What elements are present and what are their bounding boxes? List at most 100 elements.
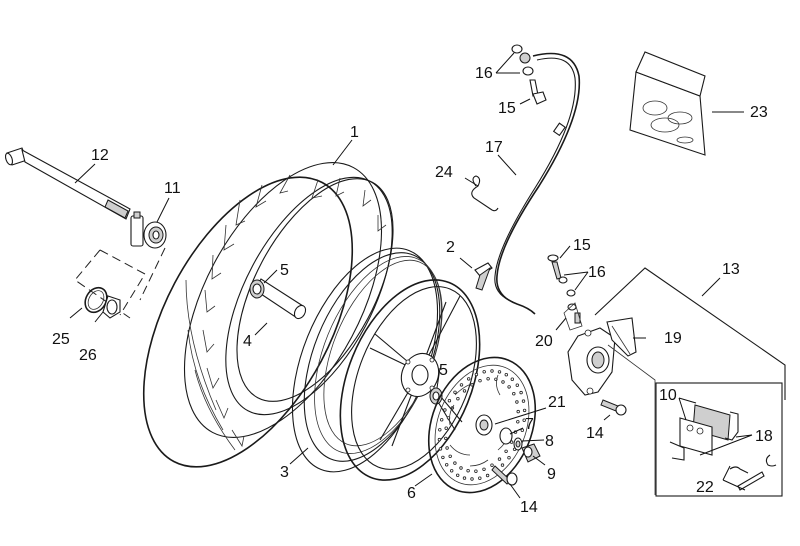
callout-14-disc[interactable]: 14	[520, 499, 538, 516]
callout-20[interactable]: 20	[535, 333, 553, 350]
spacer-right[interactable]	[499, 427, 513, 445]
disc-drill-hole	[456, 397, 460, 401]
callout-24[interactable]: 24	[435, 164, 453, 181]
disc-drill-hole	[438, 428, 442, 432]
disc-drill-hole	[459, 466, 463, 470]
leader-lines	[69, 52, 753, 499]
callout-14-caliper[interactable]: 14	[586, 425, 604, 442]
callout-7[interactable]: 7	[525, 416, 534, 433]
brake-pads[interactable]	[679, 404, 731, 456]
callout-15-caliper[interactable]: 15	[573, 237, 591, 254]
callout-6[interactable]: 6	[407, 485, 416, 502]
tyre[interactable]	[101, 131, 427, 501]
callout-2[interactable]: 2	[446, 239, 455, 256]
disc-drill-hole	[440, 418, 444, 422]
bearing-left[interactable]	[249, 279, 265, 299]
sealing-washers-caliper[interactable]	[558, 276, 576, 297]
callout-11[interactable]: 11	[164, 180, 181, 197]
hose-clip[interactable]	[471, 175, 499, 212]
disc-drill-hole	[444, 426, 448, 430]
callout-9[interactable]: 9	[547, 466, 556, 483]
sealing-washers-top[interactable]	[511, 44, 534, 76]
disc-drill-hole	[438, 447, 443, 451]
bleed-valve[interactable]	[563, 302, 583, 331]
callout-17[interactable]: 17	[485, 139, 503, 156]
disc-drill-hole	[519, 390, 523, 395]
callout-12[interactable]: 12	[91, 147, 109, 164]
disc-drill-hole	[497, 457, 502, 461]
brake-hose[interactable]	[494, 52, 581, 315]
disc-drill-hole	[450, 469, 454, 473]
callout-26[interactable]: 26	[79, 347, 97, 364]
valve[interactable]	[474, 262, 493, 291]
disc-drill-hole	[515, 400, 519, 404]
disc-drill-hole	[521, 399, 526, 403]
disc-drill-hole	[516, 409, 520, 414]
wheel-spindle[interactable]	[4, 147, 131, 220]
disc-drill-hole	[507, 456, 511, 460]
disc-drill-hole	[510, 377, 514, 381]
disc-drill-hole	[448, 454, 452, 458]
disc-drill-hole	[490, 369, 494, 373]
brake-pad-inset-box	[655, 382, 783, 497]
disc-drill-hole	[522, 408, 527, 413]
washer[interactable]	[513, 437, 523, 451]
callout-22[interactable]: 22	[696, 479, 714, 496]
seal-kit[interactable]	[629, 51, 706, 156]
callout-5-right[interactable]: 5	[439, 362, 448, 379]
brake-caliper[interactable]	[567, 327, 616, 396]
banjo-bolt-caliper[interactable]	[547, 254, 562, 280]
disc-drill-hole	[445, 463, 449, 467]
callout-19[interactable]: 19	[664, 330, 682, 347]
disc-drill-hole	[504, 449, 508, 453]
callout-labels: 1 2 3 4 5 5 6 7 8 9 10 11 12 13 14 14 15…	[52, 65, 773, 516]
callout-10[interactable]: 10	[659, 387, 677, 404]
disc-drill-hole	[482, 467, 486, 471]
callout-16-top[interactable]: 16	[475, 65, 493, 82]
disc-drill-hole	[515, 383, 519, 387]
disc-drill-hole	[497, 370, 502, 374]
disc-drill-hole	[462, 476, 467, 480]
disc-drill-hole	[456, 473, 460, 477]
caliper-bolt[interactable]	[600, 399, 627, 416]
callout-8[interactable]: 8	[545, 433, 554, 450]
callout-1[interactable]: 1	[350, 124, 359, 141]
callout-25[interactable]: 25	[52, 331, 70, 348]
disc-drill-hole	[453, 390, 457, 394]
pad-pin-kit[interactable]	[729, 454, 777, 491]
disc-drill-hole	[443, 408, 447, 412]
callout-23[interactable]: 23	[750, 104, 768, 121]
disc-drill-hole	[522, 418, 526, 422]
callout-15-top[interactable]: 15	[498, 100, 516, 117]
disc-drill-hole	[466, 469, 470, 473]
brake-disc[interactable]	[409, 341, 554, 508]
speedometer-drive[interactable]	[130, 211, 167, 249]
callout-18[interactable]: 18	[755, 428, 773, 445]
disc-drill-hole	[507, 385, 511, 389]
disc-drill-hole	[516, 420, 520, 424]
inset-connector-line	[607, 344, 656, 495]
wheel-rim[interactable]	[313, 259, 507, 500]
callout-16-caliper[interactable]: 16	[588, 264, 606, 281]
disc-drill-hole	[474, 372, 479, 377]
callout-3[interactable]: 3	[280, 464, 289, 481]
disc-drill-hole	[500, 463, 505, 467]
disc-drill-hole	[441, 455, 445, 460]
callout-5-left[interactable]: 5	[280, 262, 289, 279]
banjo-bolt-top[interactable]	[529, 79, 547, 105]
disc-drill-hole	[462, 389, 467, 393]
disc-drill-hole	[447, 399, 452, 403]
disc-drill-hole	[482, 370, 486, 374]
pad-shims[interactable]	[669, 411, 739, 461]
disc-drill-hole	[504, 373, 508, 377]
disc-drill-hole	[474, 469, 478, 473]
disc-drill-hole	[485, 473, 490, 478]
callout-4[interactable]: 4	[243, 333, 252, 350]
disc-bolt[interactable]	[491, 465, 518, 486]
callout-21[interactable]: 21	[548, 394, 566, 411]
drive-plate[interactable]	[102, 295, 121, 319]
caliper-cover[interactable]	[606, 317, 637, 357]
callout-13[interactable]: 13	[722, 261, 740, 278]
assembly-bracket-dashed	[74, 247, 166, 319]
